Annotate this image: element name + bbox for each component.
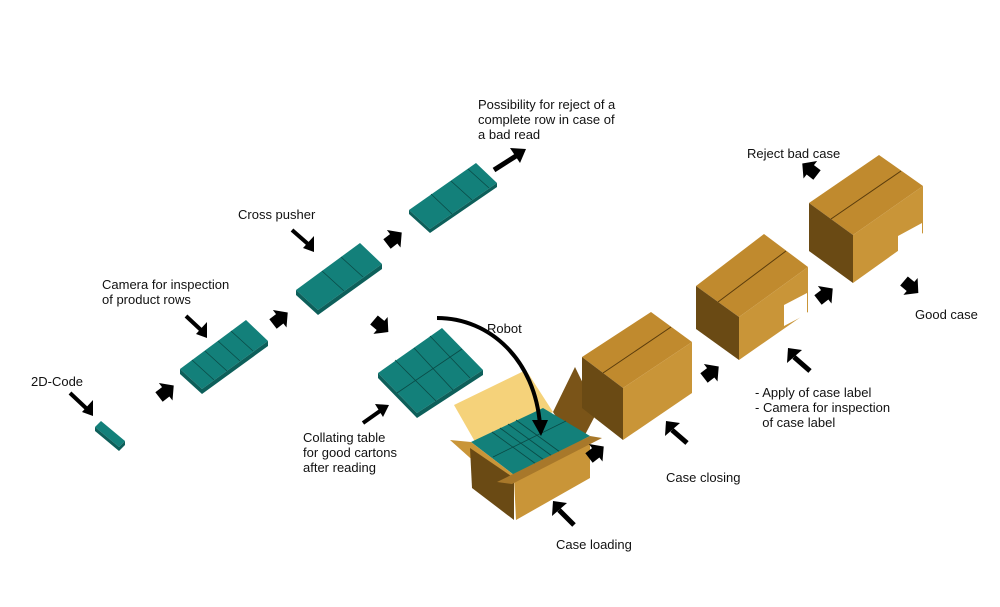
box-top bbox=[696, 234, 808, 317]
row-top bbox=[180, 320, 268, 389]
label-good-case: Good case bbox=[915, 307, 978, 322]
box-front bbox=[739, 267, 808, 360]
flow-arrow-down bbox=[366, 311, 396, 341]
label-cross-pusher: Cross pusher bbox=[238, 207, 316, 222]
tape-seam bbox=[602, 326, 672, 374]
carton-side bbox=[95, 427, 119, 451]
label-reject-case: Reject bad case bbox=[747, 146, 841, 161]
pointer-cross-pusher bbox=[290, 228, 314, 252]
robot-path-arrow bbox=[436, 316, 548, 436]
cross-pusher-row bbox=[296, 243, 382, 315]
pointer-case-loading bbox=[552, 501, 576, 527]
label-case-label: - Apply of case label - Camera for inspe… bbox=[755, 385, 891, 430]
case-label-patch bbox=[784, 293, 807, 326]
row-side bbox=[180, 369, 202, 394]
label-camera-rows: Camera for inspection of product rows bbox=[102, 277, 230, 307]
contents-dividers bbox=[491, 419, 567, 465]
pointer-camera-rows bbox=[184, 314, 207, 338]
row-end bbox=[430, 183, 497, 233]
tape-seam bbox=[830, 170, 902, 220]
box-left-side bbox=[809, 203, 853, 283]
box-left-side bbox=[470, 448, 514, 520]
row-end bbox=[318, 264, 382, 315]
good-case-arrow bbox=[896, 272, 926, 302]
row-side bbox=[409, 210, 430, 233]
pointer-reject-row bbox=[492, 148, 526, 173]
pointer-2d-code bbox=[68, 391, 93, 416]
box-left-side bbox=[696, 286, 739, 360]
back-flap bbox=[454, 370, 553, 447]
collating-table bbox=[378, 328, 483, 418]
box-contents bbox=[471, 408, 590, 475]
box-front bbox=[623, 342, 692, 440]
closed-case bbox=[582, 312, 692, 440]
row-top bbox=[296, 243, 382, 310]
row-dividers bbox=[191, 330, 254, 381]
table-end bbox=[417, 370, 483, 418]
box-front bbox=[514, 440, 590, 520]
case-label-patch bbox=[898, 223, 922, 253]
box-front bbox=[853, 186, 923, 283]
row-dividers bbox=[321, 256, 364, 292]
flow-arrow bbox=[811, 279, 840, 309]
open-case bbox=[450, 367, 602, 520]
pointer-arrows bbox=[68, 148, 812, 527]
pointer-case-label bbox=[787, 348, 812, 373]
label-robot: Robot bbox=[487, 321, 522, 336]
box-left-side bbox=[582, 357, 623, 440]
sorted-case bbox=[809, 155, 923, 283]
row-end bbox=[202, 341, 268, 394]
flow-arrow bbox=[697, 357, 726, 387]
front-flap bbox=[497, 436, 602, 484]
flow-arrow bbox=[380, 223, 409, 253]
flow-arrow bbox=[266, 303, 295, 333]
reject-row bbox=[409, 163, 497, 233]
carton-end bbox=[119, 441, 125, 451]
label-reject-row: Possibility for reject of a complete row… bbox=[478, 97, 616, 142]
label-case-closing: Case closing bbox=[666, 470, 741, 485]
label-collating-table: Collating table for good cartons after r… bbox=[303, 430, 397, 475]
tape-seam bbox=[717, 250, 787, 303]
label-case-loading: Case loading bbox=[556, 537, 632, 552]
row-side bbox=[296, 290, 318, 315]
product-row-inspection bbox=[180, 320, 268, 394]
row-top bbox=[409, 163, 497, 229]
table-dividers bbox=[394, 335, 471, 402]
table-side bbox=[378, 373, 417, 418]
single-carton bbox=[95, 421, 125, 451]
pointer-case-closing bbox=[665, 421, 689, 445]
flow-arrow bbox=[152, 376, 181, 406]
carton-top bbox=[95, 421, 125, 447]
label-2d-code: 2D-Code bbox=[31, 374, 84, 389]
pointer-collating-table bbox=[361, 404, 389, 425]
row-dividers bbox=[430, 168, 490, 215]
labeled-case bbox=[696, 234, 808, 360]
